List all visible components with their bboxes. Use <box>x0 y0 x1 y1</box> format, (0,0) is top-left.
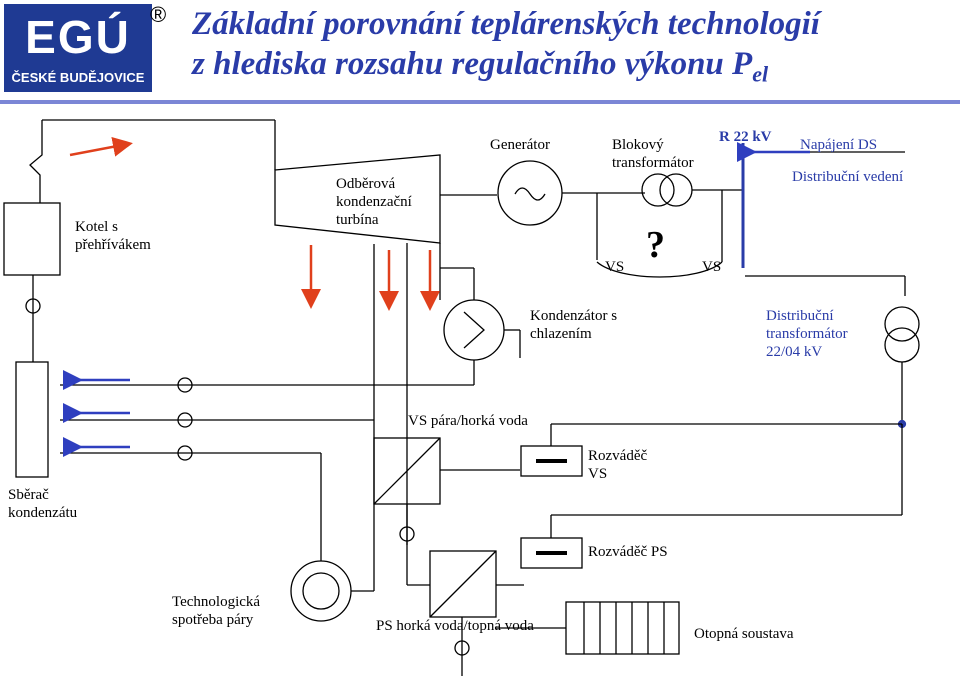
label-vs-para: VS pára/horká voda <box>408 413 528 429</box>
label-napajeni: Napájení DS <box>800 137 878 153</box>
process-steam-consumer-outer <box>290 560 352 622</box>
label-techno: Technologická spotřeba páry <box>172 594 261 628</box>
logo-name: EGÚ <box>25 11 131 63</box>
label-distr-vedeni: Distribuční vedení <box>792 169 904 185</box>
block-transformer-b <box>659 173 693 207</box>
label-blokovy: Blokový transformátor <box>612 137 694 171</box>
distribution-transformer-b <box>884 327 920 363</box>
label-rozvadec-vs: Rozváděč VS <box>588 448 648 482</box>
egu-logo: EGÚ ČESKÉ BUDĚJOVICE <box>4 4 152 92</box>
superheater-line <box>29 120 43 203</box>
ps-distributor <box>520 537 583 569</box>
ps-exchanger <box>429 550 497 618</box>
label-otopna: Otopná soustava <box>694 626 794 642</box>
pump-ps <box>454 640 470 656</box>
distribution-transformer-a <box>884 306 920 342</box>
label-rozvadec-ps: Rozváděč PS <box>588 544 668 560</box>
page-title: Základní porovnání teplárenských technol… <box>192 4 952 95</box>
label-ps-voda: PS horká voda/topná voda <box>376 618 534 634</box>
vs-distributor <box>520 445 583 477</box>
label-vs-right: VS <box>702 259 722 275</box>
label-turbina: Odběrová kondenzační turbína <box>336 176 412 228</box>
vs-loop <box>596 261 723 278</box>
pump-vs <box>399 526 415 542</box>
pump-return-2 <box>177 412 193 428</box>
block-transformer-a <box>641 173 675 207</box>
label-vs-left: VS <box>605 259 625 275</box>
process-steam-consumer-inner <box>302 572 340 610</box>
logo-city: ČESKÉ BUDĚJOVICE <box>11 70 145 85</box>
condensate-collector <box>15 361 49 478</box>
label-generator: Generátor <box>490 137 550 153</box>
pump-return-1 <box>177 377 193 393</box>
label-kotel: Kotel s přehřívákem <box>75 219 151 253</box>
label-question: ? <box>646 224 665 266</box>
radiator <box>565 601 680 655</box>
label-r22: R 22 kV <box>719 129 772 145</box>
label-kondenzator: Kondenzátor s chlazením <box>530 308 618 342</box>
label-distr-trafo: Distribuční transformátor 22/04 kV <box>766 308 848 360</box>
title-divider <box>0 100 960 104</box>
title-line2: z hlediska rozsahu regulačního výkonu Pe… <box>192 46 769 87</box>
pump-return-3 <box>177 445 193 461</box>
red-arrow-boiler <box>69 136 133 157</box>
boiler <box>3 202 61 276</box>
label-sberac: Sběrač kondenzátu <box>8 487 78 521</box>
condenser <box>443 299 505 361</box>
registered-mark: ® <box>150 2 167 27</box>
pump-boiler <box>25 298 41 314</box>
title-line1: Základní porovnání teplárenských technol… <box>192 6 820 42</box>
